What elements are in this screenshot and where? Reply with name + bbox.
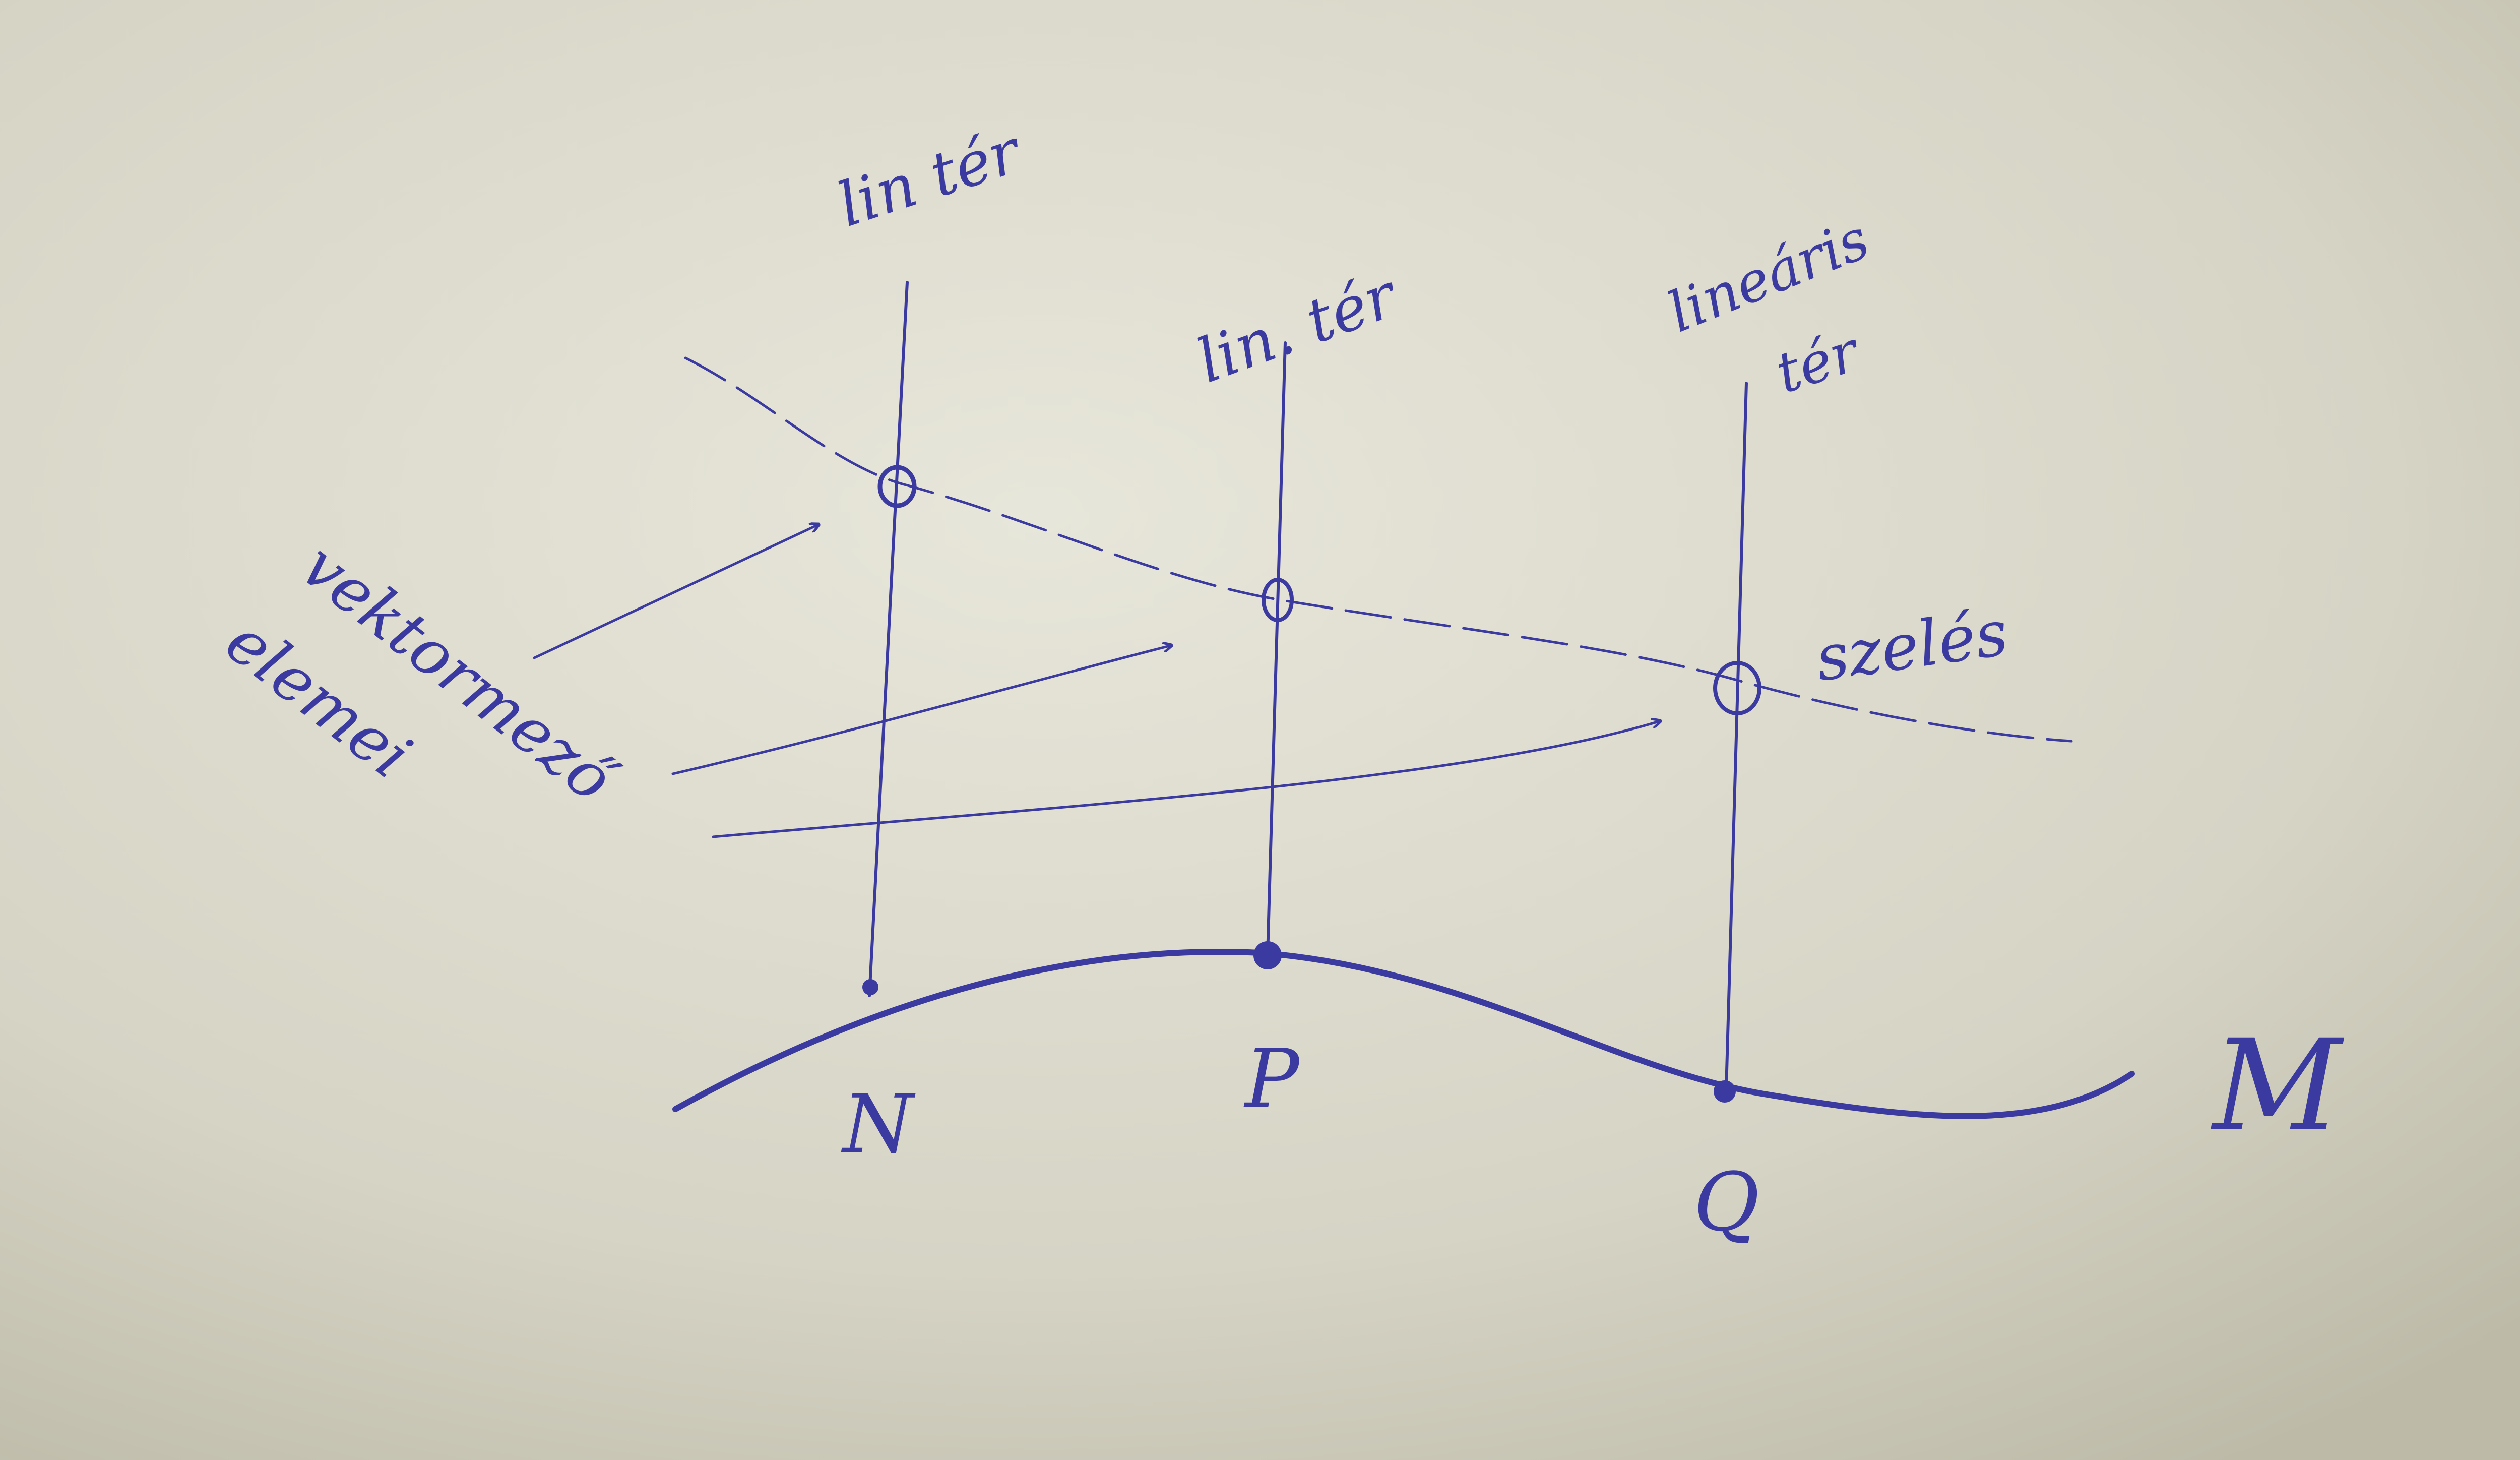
arrow-to-q bbox=[712, 721, 1661, 838]
base-point-p bbox=[1253, 941, 1282, 969]
base-point-n bbox=[862, 979, 878, 995]
section-point-n bbox=[877, 465, 917, 508]
fiber-line-n bbox=[868, 281, 909, 997]
fiber-line-q bbox=[1725, 382, 1748, 1090]
base-point-q bbox=[1714, 1080, 1736, 1103]
point-label-q: Q bbox=[1693, 1155, 1759, 1249]
base-manifold-curve bbox=[672, 949, 2135, 1119]
fiber-line-p bbox=[1266, 341, 1287, 957]
section-curve bbox=[684, 356, 2073, 743]
point-label-p: P bbox=[1243, 1031, 1300, 1126]
section-point-q bbox=[1713, 661, 1761, 715]
arrow-to-p bbox=[671, 645, 1172, 775]
point-label-n: N bbox=[841, 1077, 916, 1171]
section-point-p bbox=[1262, 578, 1294, 622]
arrow-to-n bbox=[533, 524, 819, 659]
manifold-label: M bbox=[2211, 1012, 2345, 1159]
